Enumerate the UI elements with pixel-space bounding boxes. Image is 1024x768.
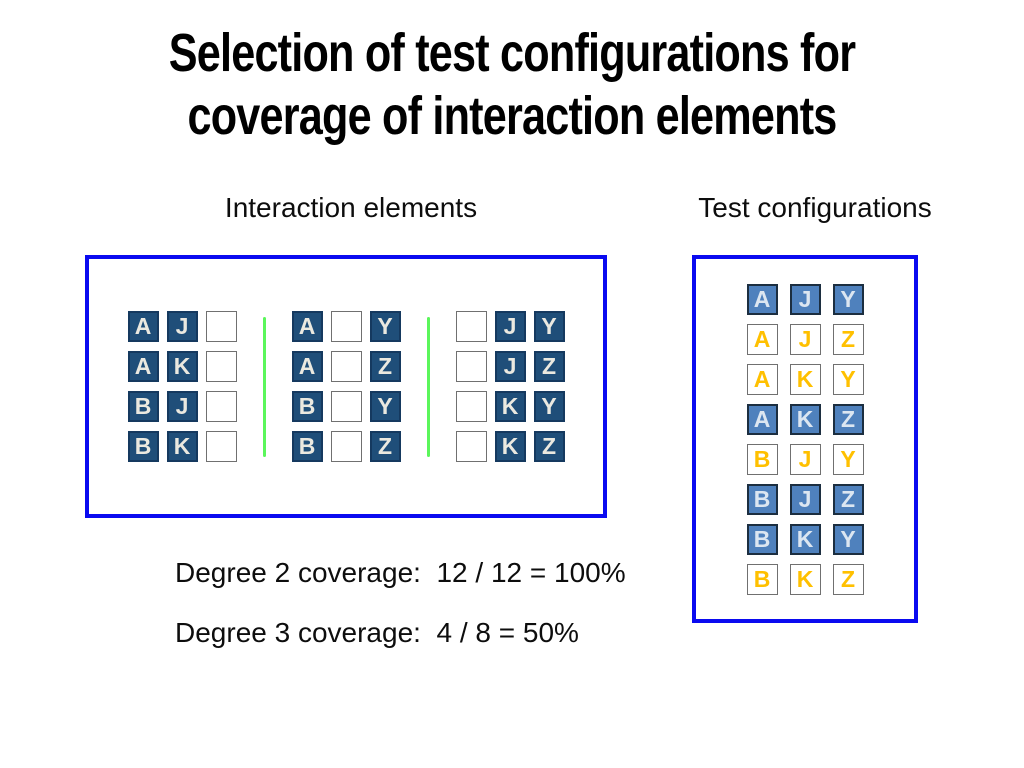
config-cell-Z-unselected: Z: [832, 563, 864, 595]
config-cell-B-unselected: B: [746, 443, 778, 475]
config-cell-J-selected: J: [789, 483, 821, 515]
group-separator-line: [262, 316, 266, 457]
slide-title-line-2: coverage of interaction elements: [187, 86, 837, 146]
element-cell-empty: [330, 311, 362, 342]
config-cell-J-unselected: J: [789, 443, 821, 475]
element-cell-Y: Y: [533, 311, 565, 342]
slide-title: Selection of test configurations for cov…: [102, 22, 921, 148]
group-separator-line: [426, 316, 430, 457]
element-cell-J: J: [494, 351, 526, 382]
element-cell-J: J: [166, 391, 198, 422]
config-cell-Y-selected: Y: [832, 283, 864, 315]
element-cell-K: K: [166, 431, 198, 462]
element-cell-empty: [205, 431, 237, 462]
element-cell-B: B: [291, 431, 323, 462]
element-cell-empty: [455, 431, 487, 462]
element-cell-B: B: [127, 391, 159, 422]
element-cell-K: K: [494, 431, 526, 462]
element-cell-Z: Z: [533, 431, 565, 462]
element-cell-empty: [205, 311, 237, 342]
config-cell-Y-unselected: Y: [832, 443, 864, 475]
element-cell-empty: [455, 351, 487, 382]
element-cell-J: J: [166, 311, 198, 342]
element-cell-A: A: [291, 351, 323, 382]
degree-2-coverage-text: Degree 2 coverage: 12 / 12 = 100%: [175, 557, 626, 588]
element-cell-empty: [330, 431, 362, 462]
element-cell-empty: [205, 351, 237, 382]
config-cell-J-unselected: J: [789, 323, 821, 355]
element-cell-Y: Y: [369, 391, 401, 422]
interaction-elements-label: Interaction elements: [224, 192, 478, 223]
config-cell-K-unselected: K: [789, 363, 821, 395]
config-cell-J-selected: J: [789, 283, 821, 315]
config-cell-K-selected: K: [789, 403, 821, 435]
element-cell-empty: [455, 311, 487, 342]
element-cell-Z: Z: [533, 351, 565, 382]
element-cell-Z: Z: [369, 431, 401, 462]
element-cell-A: A: [127, 311, 159, 342]
config-cell-Y-selected: Y: [832, 523, 864, 555]
element-cell-Y: Y: [533, 391, 565, 422]
element-cell-Y: Y: [369, 311, 401, 342]
slide-title-line-1: Selection of test configurations for: [168, 23, 856, 83]
config-cell-A-selected: A: [746, 403, 778, 435]
config-cell-A-unselected: A: [746, 363, 778, 395]
config-cell-A-selected: A: [746, 283, 778, 315]
element-cell-empty: [330, 351, 362, 382]
element-cell-A: A: [291, 311, 323, 342]
config-cell-B-selected: B: [746, 523, 778, 555]
element-cell-B: B: [127, 431, 159, 462]
degree-3-coverage-text: Degree 3 coverage: 4 / 8 = 50%: [175, 617, 579, 648]
element-cell-empty: [330, 391, 362, 422]
element-cell-K: K: [166, 351, 198, 382]
config-cell-Z-selected: Z: [832, 403, 864, 435]
element-cell-K: K: [494, 391, 526, 422]
element-cell-J: J: [494, 311, 526, 342]
interaction-group-2: A Y A Z B Y B Z: [291, 311, 401, 462]
element-cell-Z: Z: [369, 351, 401, 382]
config-cell-B-unselected: B: [746, 563, 778, 595]
element-cell-empty: [455, 391, 487, 422]
config-cell-A-unselected: A: [746, 323, 778, 355]
config-cell-Z-selected: Z: [832, 483, 864, 515]
config-cell-K-selected: K: [789, 523, 821, 555]
config-cell-B-selected: B: [746, 483, 778, 515]
config-cell-Z-unselected: Z: [832, 323, 864, 355]
test-configurations-label: Test configurations: [698, 192, 932, 223]
element-cell-empty: [205, 391, 237, 422]
element-cell-B: B: [291, 391, 323, 422]
config-cell-Y-unselected: Y: [832, 363, 864, 395]
config-cell-K-unselected: K: [789, 563, 821, 595]
element-cell-A: A: [127, 351, 159, 382]
